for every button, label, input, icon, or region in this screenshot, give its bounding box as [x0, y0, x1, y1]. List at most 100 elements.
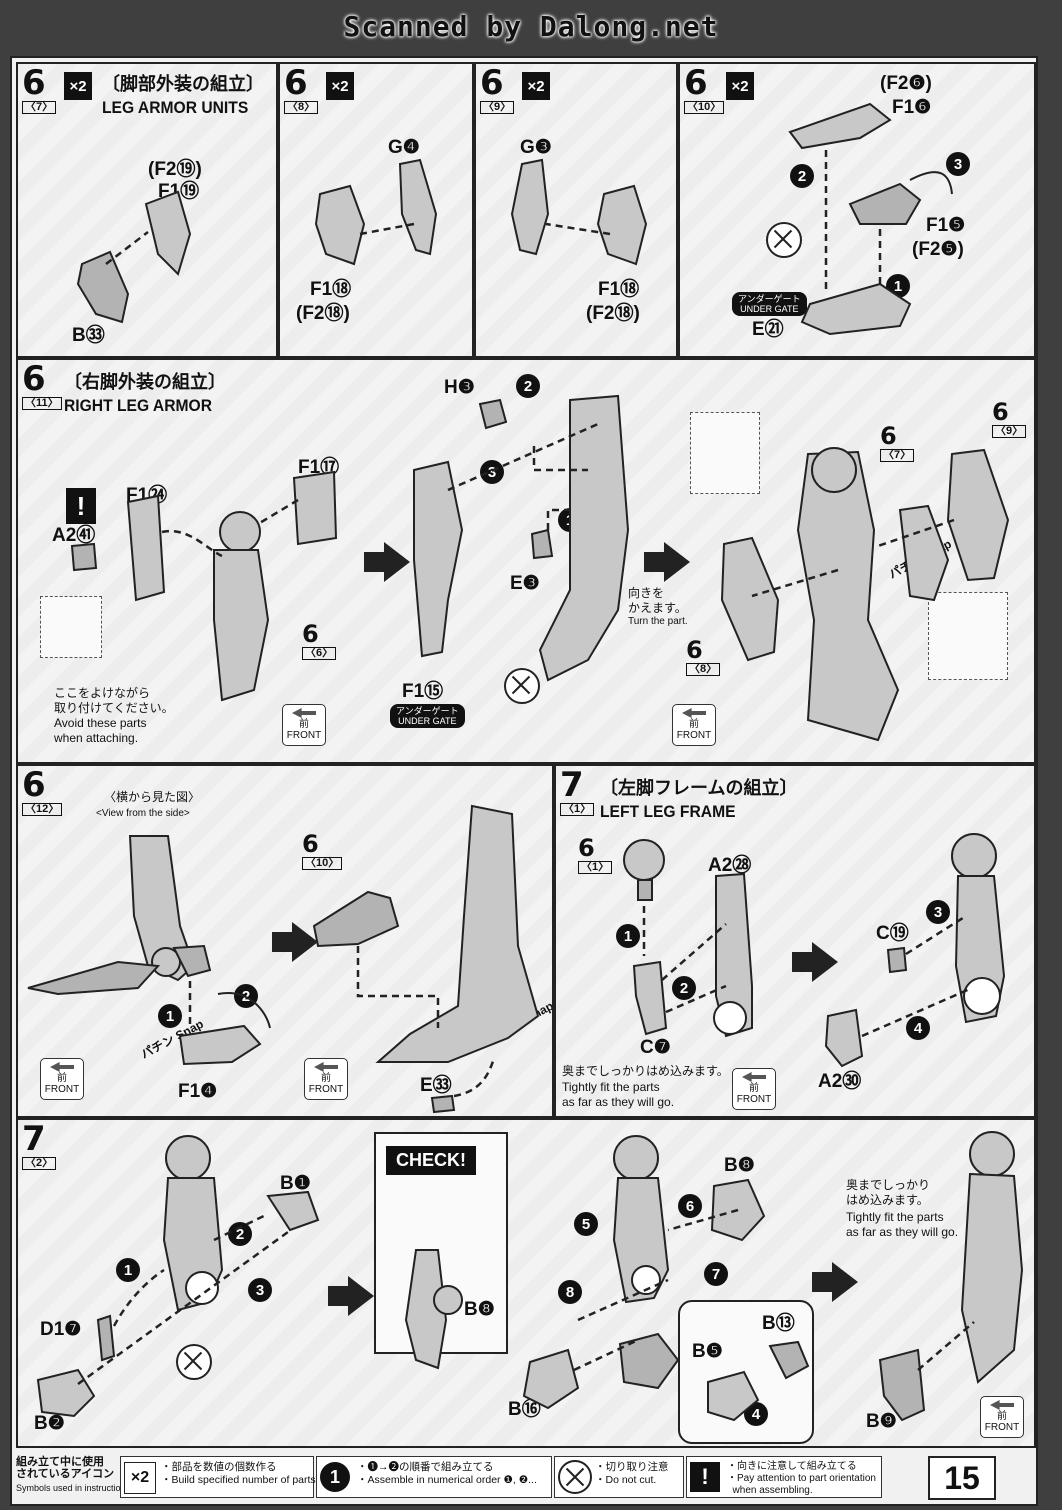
part-label: B❽	[724, 1155, 755, 1176]
step-marker-1: 1	[158, 1004, 182, 1028]
title-jp: 〔右脚外装の組立〕	[64, 372, 226, 393]
tight-note-jp: 奥までしっかりはめ込みます。	[562, 1064, 729, 1078]
big-right-arrow-icon	[812, 1262, 858, 1302]
big-right-arrow-icon	[644, 542, 690, 582]
step-marker-1: 1	[116, 1258, 140, 1282]
panel-6-12: 6〈12〉 〈横から見た図〉 <View from the side> F1❹ …	[16, 764, 554, 1118]
part-label: (F2⑲)	[148, 159, 202, 180]
step-marker-2: 2	[516, 374, 540, 398]
step-marker-3: 3	[248, 1278, 272, 1302]
turn-note-jp: 向きを かえます。	[628, 586, 687, 615]
ref-step: 6〈8〉	[686, 638, 721, 676]
panel-7-1: 7〈1〉 〔左脚フレームの組立〕 LEFT LEG FRAME 6〈1〉 A2㉘…	[554, 764, 1036, 1118]
part-label: B⑬	[762, 1313, 795, 1334]
leg-armor-illustration	[76, 190, 192, 324]
step-marker-6: 6	[678, 1194, 702, 1218]
left-leg-armor-illustration	[36, 1131, 1024, 1422]
tight-note-en: Tightly fit the parts as far as they wil…	[562, 1080, 675, 1109]
part-label: A2㉚	[818, 1071, 862, 1092]
foot-armor-illustration	[788, 102, 953, 336]
no-cut-icon	[176, 1344, 212, 1380]
part-label: B❾	[866, 1411, 897, 1432]
step-marker-7: 7	[704, 1262, 728, 1286]
times-two-icon: ×2	[64, 72, 92, 100]
step-marker-5: 5	[574, 1212, 598, 1236]
tight-note-en: Tightly fit the parts as far as they wil…	[846, 1210, 959, 1239]
panel-6-7: 6〈7〉 ×2 〔脚部外装の組立〕 LEG ARMOR UNITS (F2⑲) …	[16, 62, 278, 358]
title-en: LEG ARMOR UNITS	[102, 98, 249, 117]
no-cut-icon	[558, 1460, 592, 1494]
part-label: F1⑱	[598, 279, 640, 300]
no-cut-icon	[766, 222, 802, 258]
step-marker-3: 3	[946, 152, 970, 176]
legend-title-jp: 組み立て中に使用 されているアイコン	[16, 1456, 115, 1480]
part-label: H❸	[444, 377, 475, 398]
detail-inset	[928, 592, 1008, 680]
part-label: G❹	[388, 137, 420, 158]
title-jp: 〔左脚フレームの組立〕	[600, 778, 798, 799]
big-right-arrow-icon	[364, 542, 410, 582]
part-label: F1❹	[178, 1081, 218, 1102]
part-label: F1❻	[892, 97, 932, 118]
panel-6-9: 6〈9〉 ×2 G❸ F1⑱ (F2⑱)	[474, 62, 678, 358]
avoid-note-en: Avoid these parts when attaching.	[54, 716, 147, 745]
check-badge: CHECK!	[386, 1146, 476, 1175]
part-label: A2㊶	[52, 525, 96, 546]
part-label: (F2⑱)	[586, 303, 640, 324]
part-label: G❸	[520, 137, 552, 158]
part-label: D1❼	[40, 1319, 82, 1340]
legend-numbered: 1 ・❶→❷の順番で組み立てる・Assemble in numerical or…	[316, 1456, 552, 1498]
detail-inset	[40, 596, 102, 658]
legend-no-cut: ・切り取り注意・Do not cut.	[554, 1456, 684, 1498]
part-label: C⑲	[876, 923, 909, 944]
tight-note-jp: 奥までしっかり はめ込みます。	[846, 1178, 931, 1207]
title-en: RIGHT LEG ARMOR	[64, 396, 213, 415]
turn-note-en: Turn the part.	[628, 616, 688, 627]
part-label: (F2❺)	[912, 239, 964, 260]
part-label: E❸	[510, 573, 540, 594]
times-two-icon: ×2	[124, 1462, 156, 1494]
detail-inset	[690, 412, 760, 494]
warning-icon: !	[66, 488, 96, 524]
step-marker-2: 2	[228, 1222, 252, 1246]
page-number: 15	[928, 1456, 996, 1500]
right-leg-illustration	[70, 394, 1010, 742]
part-label: B❽	[464, 1299, 495, 1320]
step-marker-3: 3	[926, 900, 950, 924]
part-label: (F2⑱)	[296, 303, 350, 324]
part-label: E㉑	[752, 319, 784, 340]
part-label: B⑯	[508, 1399, 541, 1420]
step-marker-4: 4	[906, 1016, 930, 1040]
title-jp: 〔脚部外装の組立〕	[102, 74, 264, 95]
armor-plates-illustration	[314, 158, 438, 266]
part-label: C❼	[640, 1037, 671, 1058]
part-label: F1⑱	[310, 279, 352, 300]
panel-6-11: 6〈11〉 〔右脚外装の組立〕 RIGHT LEG ARMOR ! F1⑰ F1…	[16, 358, 1036, 764]
times-two-icon: ×2	[726, 72, 754, 100]
times-two-icon: ×2	[522, 72, 550, 100]
warning-icon: !	[690, 1462, 720, 1492]
times-two-icon: ×2	[326, 72, 354, 100]
avoid-note-jp: ここをよけながら 取り付けてください。	[54, 686, 174, 715]
view-note-en: <View from the side>	[96, 808, 190, 819]
armor-plates-illustration	[510, 158, 648, 266]
part-label: B❺	[692, 1341, 723, 1362]
scanner-banner: Scanned by Dalong.net	[343, 10, 719, 43]
legend-times-two: ×2 ・部品を数値の個数作る・Build specified number of…	[120, 1456, 319, 1498]
ref-step: 6〈1〉	[578, 836, 613, 874]
step-marker-8: 8	[558, 1280, 582, 1304]
ref-step: 6〈7〉	[880, 424, 915, 462]
part-label: F1❺	[926, 215, 966, 236]
big-right-arrow-icon	[328, 1276, 374, 1316]
view-note-jp: 〈横から見た図〉	[104, 790, 201, 804]
symbols-legend: 組み立て中に使用 されているアイコン Symbols used in instr…	[12, 1452, 1036, 1504]
ref-step: 6〈6〉	[302, 622, 337, 660]
ref-step: 6〈10〉	[302, 832, 343, 870]
part-label: B❷	[34, 1413, 65, 1434]
